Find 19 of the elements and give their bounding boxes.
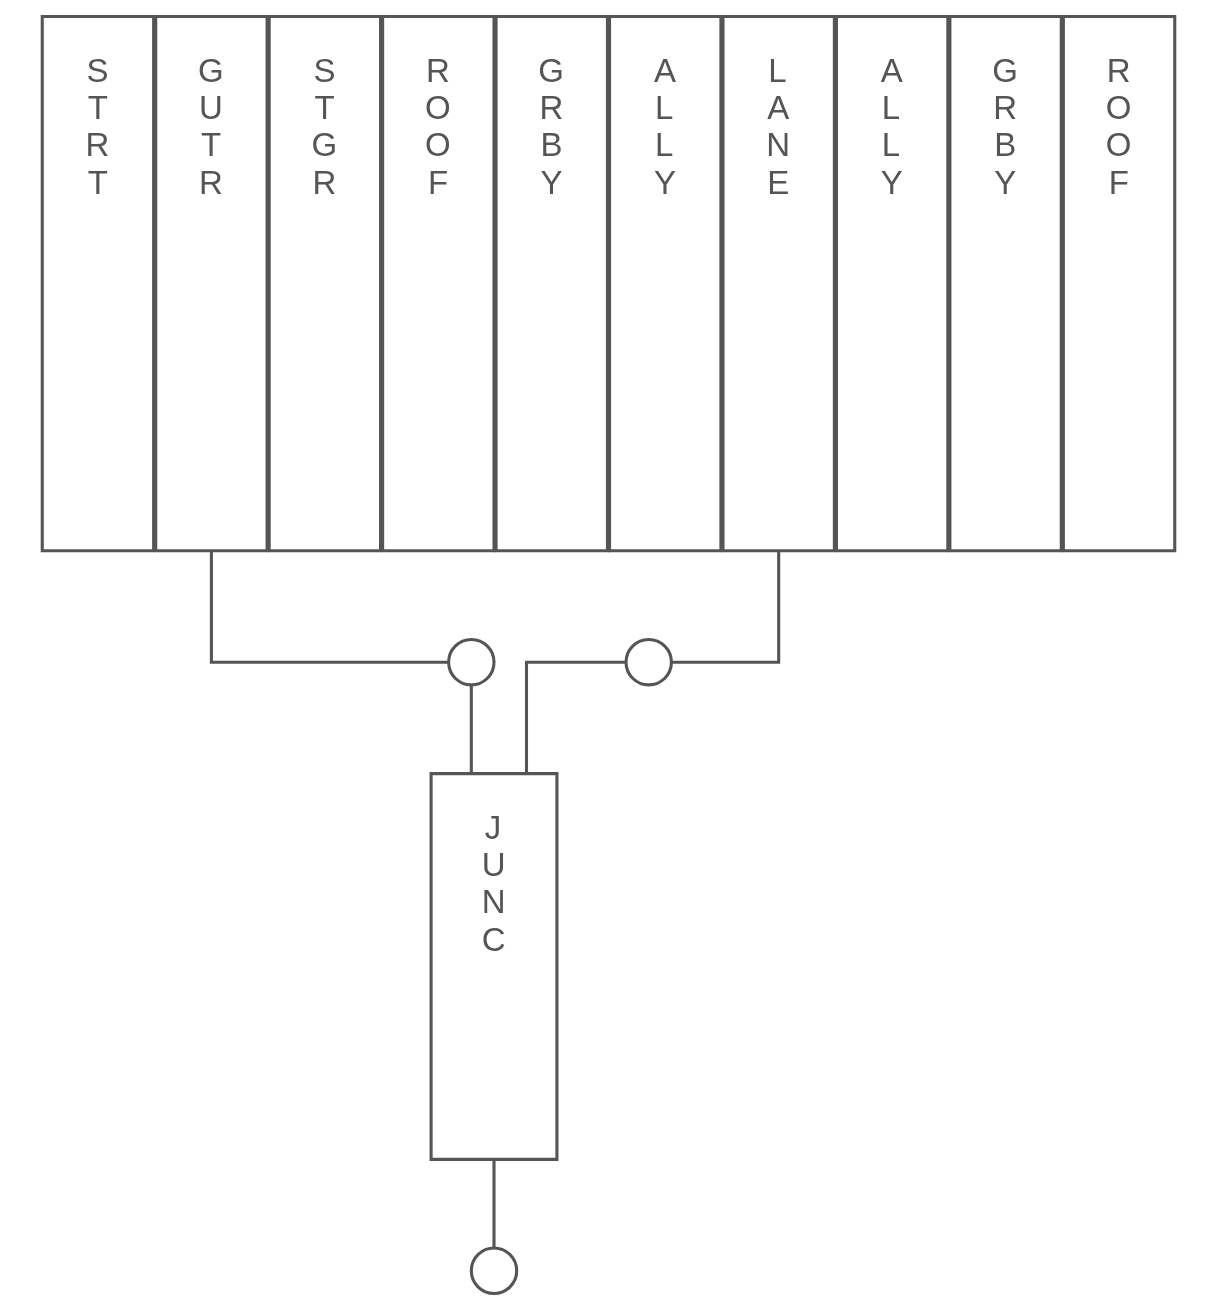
node-box: STRT: [40, 15, 155, 553]
node-box: JUNC: [429, 772, 558, 1161]
node-circle: [624, 638, 673, 687]
node-box: ROOF: [1061, 15, 1176, 553]
connector: [671, 551, 780, 664]
node-box: GRBY: [947, 15, 1063, 553]
node-box: STGR: [267, 15, 382, 553]
node-box: GUTR: [153, 15, 269, 553]
node-box: ALLY: [607, 15, 722, 553]
connector: [469, 685, 473, 774]
node-circle: [469, 1246, 518, 1295]
node-box: ROOF: [380, 15, 496, 553]
node-circle: [446, 638, 496, 687]
node-box: GRBY: [494, 15, 609, 553]
node-box: LANE: [720, 15, 836, 553]
connector: [209, 551, 448, 664]
node-box: ALLY: [834, 15, 949, 553]
connector: [491, 1160, 496, 1248]
connector: [524, 660, 626, 773]
